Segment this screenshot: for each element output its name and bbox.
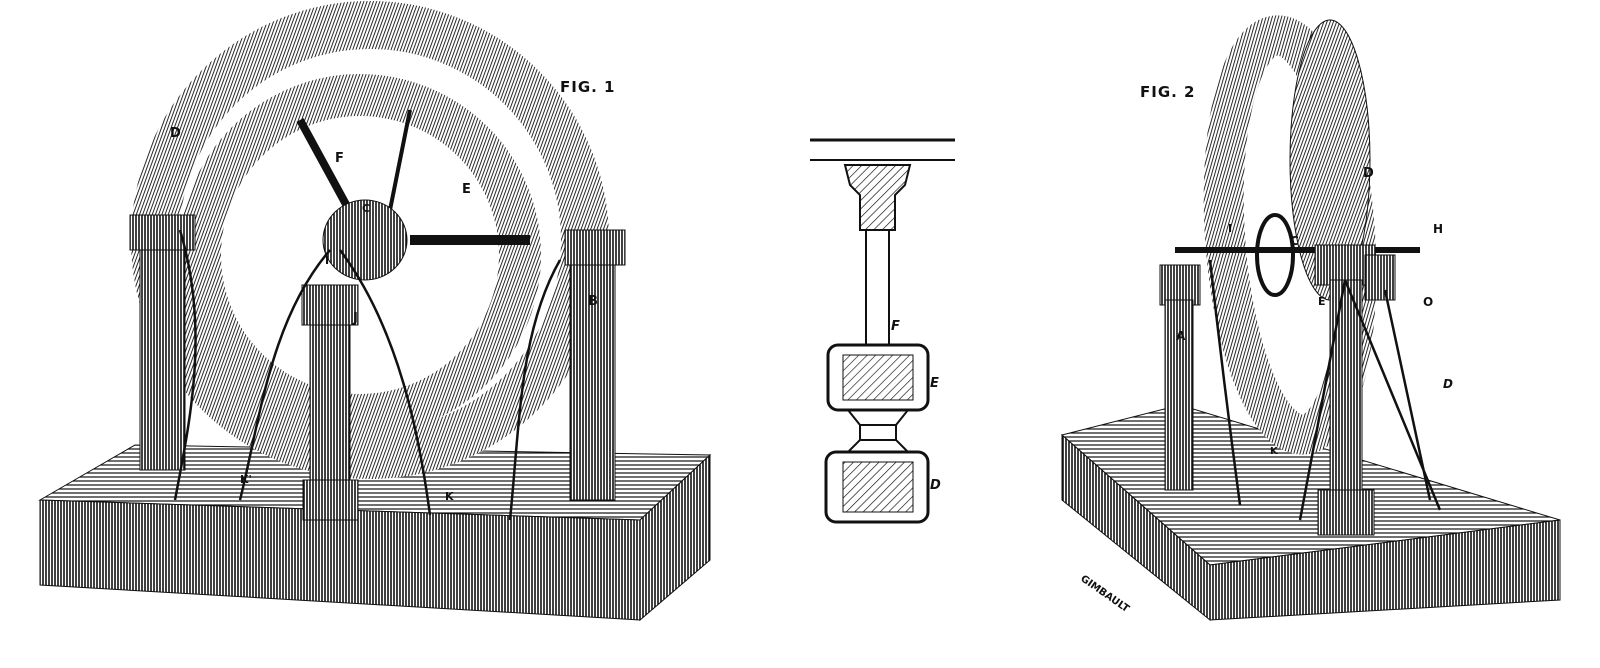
figure-2: FIG. 2 D I H C E O A D K GIMBAULT — [1060, 15, 1561, 622]
left-pillar-cap-2 — [1159, 264, 1201, 306]
fig1-title: FIG. 1 — [560, 78, 616, 96]
right-pillar — [569, 234, 616, 501]
label-b: B — [588, 294, 598, 309]
fig2-label-o: O — [1423, 295, 1433, 309]
center-pillar — [309, 289, 351, 506]
right-pillar-cap — [564, 229, 626, 266]
front-pillar-foot-2 — [1317, 489, 1375, 536]
label-c: C — [362, 202, 370, 215]
section-label-d: D — [930, 478, 941, 493]
label-e: E — [462, 182, 471, 197]
left-pillar — [139, 219, 186, 471]
hub-2 — [1255, 213, 1295, 297]
center-pillar-foot — [302, 479, 359, 521]
front-pillar-2 — [1329, 279, 1363, 521]
cross-section: F E D — [810, 138, 955, 524]
connector-neck — [847, 409, 909, 453]
fig2-label-i: I — [1228, 222, 1232, 235]
label-f: F — [335, 151, 344, 166]
fig2-label-c: C — [1290, 234, 1299, 248]
wires — [173, 229, 562, 521]
lower-box-core — [842, 461, 914, 513]
base-side-2 — [1061, 433, 1211, 622]
label-i: I — [325, 254, 329, 267]
fig2-label-d: D — [1363, 166, 1374, 181]
fig2-title: FIG. 2 — [1140, 83, 1196, 101]
section-label-f: F — [891, 319, 900, 334]
base-side — [639, 453, 711, 622]
fig2-label-e: E — [1318, 295, 1326, 308]
label-d: D — [170, 126, 181, 141]
left-pillar-2 — [1164, 299, 1194, 491]
inner-coil-ring — [179, 74, 541, 436]
right-pillar-cap-2 — [1364, 254, 1396, 301]
label-j: J — [352, 311, 358, 326]
center-pillar-cap — [301, 284, 359, 326]
section-label-e: E — [930, 376, 939, 391]
label-k-prime: K' — [240, 473, 252, 486]
hub — [322, 199, 408, 281]
hanger-block — [843, 164, 912, 231]
fig2-label-d-lower: D — [1443, 377, 1453, 391]
figure-1: FIG. 1 D F E C B J K K' I — [38, 1, 712, 622]
fig2-label-a: A — [1176, 329, 1186, 343]
fig2-label-k: K — [1270, 446, 1279, 457]
label-k: K — [445, 490, 454, 503]
upper-box-core — [842, 354, 914, 401]
wires-2 — [1208, 259, 1442, 521]
engraver-signature: GIMBAULT — [1078, 573, 1131, 615]
fig2-label-h: H — [1433, 222, 1443, 236]
spoke — [388, 109, 412, 211]
